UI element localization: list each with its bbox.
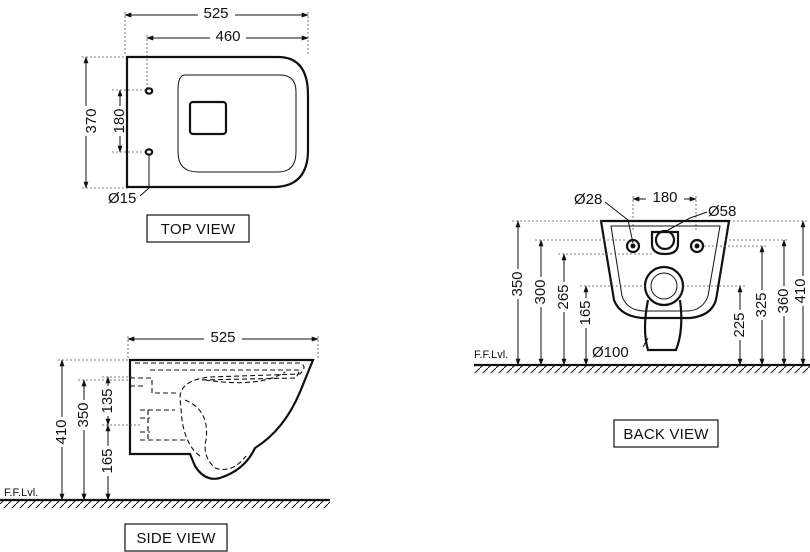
fixing-hole-top bbox=[144, 87, 154, 95]
back-left-dim-3: 265 bbox=[555, 284, 572, 309]
side-floor-label: F.F.Lvl. bbox=[4, 487, 38, 499]
fixing-hole-bottom bbox=[144, 148, 154, 156]
side-rim-height: 350 bbox=[75, 402, 92, 427]
back-fixing-spacing: 180 bbox=[652, 189, 677, 206]
top-fixing-hole: Ø15 bbox=[108, 190, 136, 207]
side-view-title: SIDE VIEW bbox=[136, 530, 216, 547]
back-view-title-box bbox=[613, 419, 719, 448]
back-right-dim-3: 360 bbox=[775, 288, 792, 313]
back-left-dim-4: 165 bbox=[577, 300, 594, 325]
back-fixing-hole-left bbox=[625, 238, 641, 254]
side-view: 525 410 350 135 165 F.F.Lvl. bbox=[0, 329, 330, 552]
back-view-title: BACK VIEW bbox=[623, 426, 709, 443]
back-outlet: Ø100 bbox=[592, 344, 629, 361]
back-fixing-hole-right bbox=[689, 238, 705, 254]
back-right-dim-1: 225 bbox=[731, 312, 748, 337]
top-view-outline bbox=[125, 55, 310, 189]
back-inlet: Ø58 bbox=[708, 203, 736, 220]
side-height: 410 bbox=[53, 419, 70, 444]
back-inlet-circle bbox=[654, 229, 676, 251]
back-left-dim-1: 350 bbox=[509, 271, 526, 296]
side-length: 525 bbox=[210, 329, 235, 346]
side-view-title-box bbox=[124, 523, 228, 552]
back-view-outline bbox=[599, 219, 731, 320]
side-inlet-gap: 135 bbox=[99, 388, 116, 413]
top-view-title-box bbox=[146, 214, 250, 243]
back-left-dim-2: 300 bbox=[532, 279, 549, 304]
back-right-dim-4: 410 bbox=[792, 278, 809, 303]
top-fixing-spacing: 180 bbox=[111, 108, 128, 133]
back-view: 180 Ø28 Ø58 Ø100 350 300 bbox=[474, 189, 810, 448]
top-width-overall-label: 525 bbox=[203, 5, 228, 22]
top-width-bowl: 460 bbox=[215, 28, 240, 45]
top-depth: 370 bbox=[83, 108, 100, 133]
seat-hinge-block bbox=[188, 100, 228, 136]
back-floor-label: F.F.Lvl. bbox=[474, 349, 508, 361]
top-view: 525 460 370 180 Ø15 TOP VIEW bbox=[78, 5, 310, 243]
top-view-title: TOP VIEW bbox=[161, 221, 236, 238]
side-outlet-height: 165 bbox=[99, 448, 116, 473]
back-fixing-hole: Ø28 bbox=[574, 191, 602, 208]
side-view-outline bbox=[128, 358, 315, 480]
back-right-dim-2: 325 bbox=[753, 292, 770, 317]
